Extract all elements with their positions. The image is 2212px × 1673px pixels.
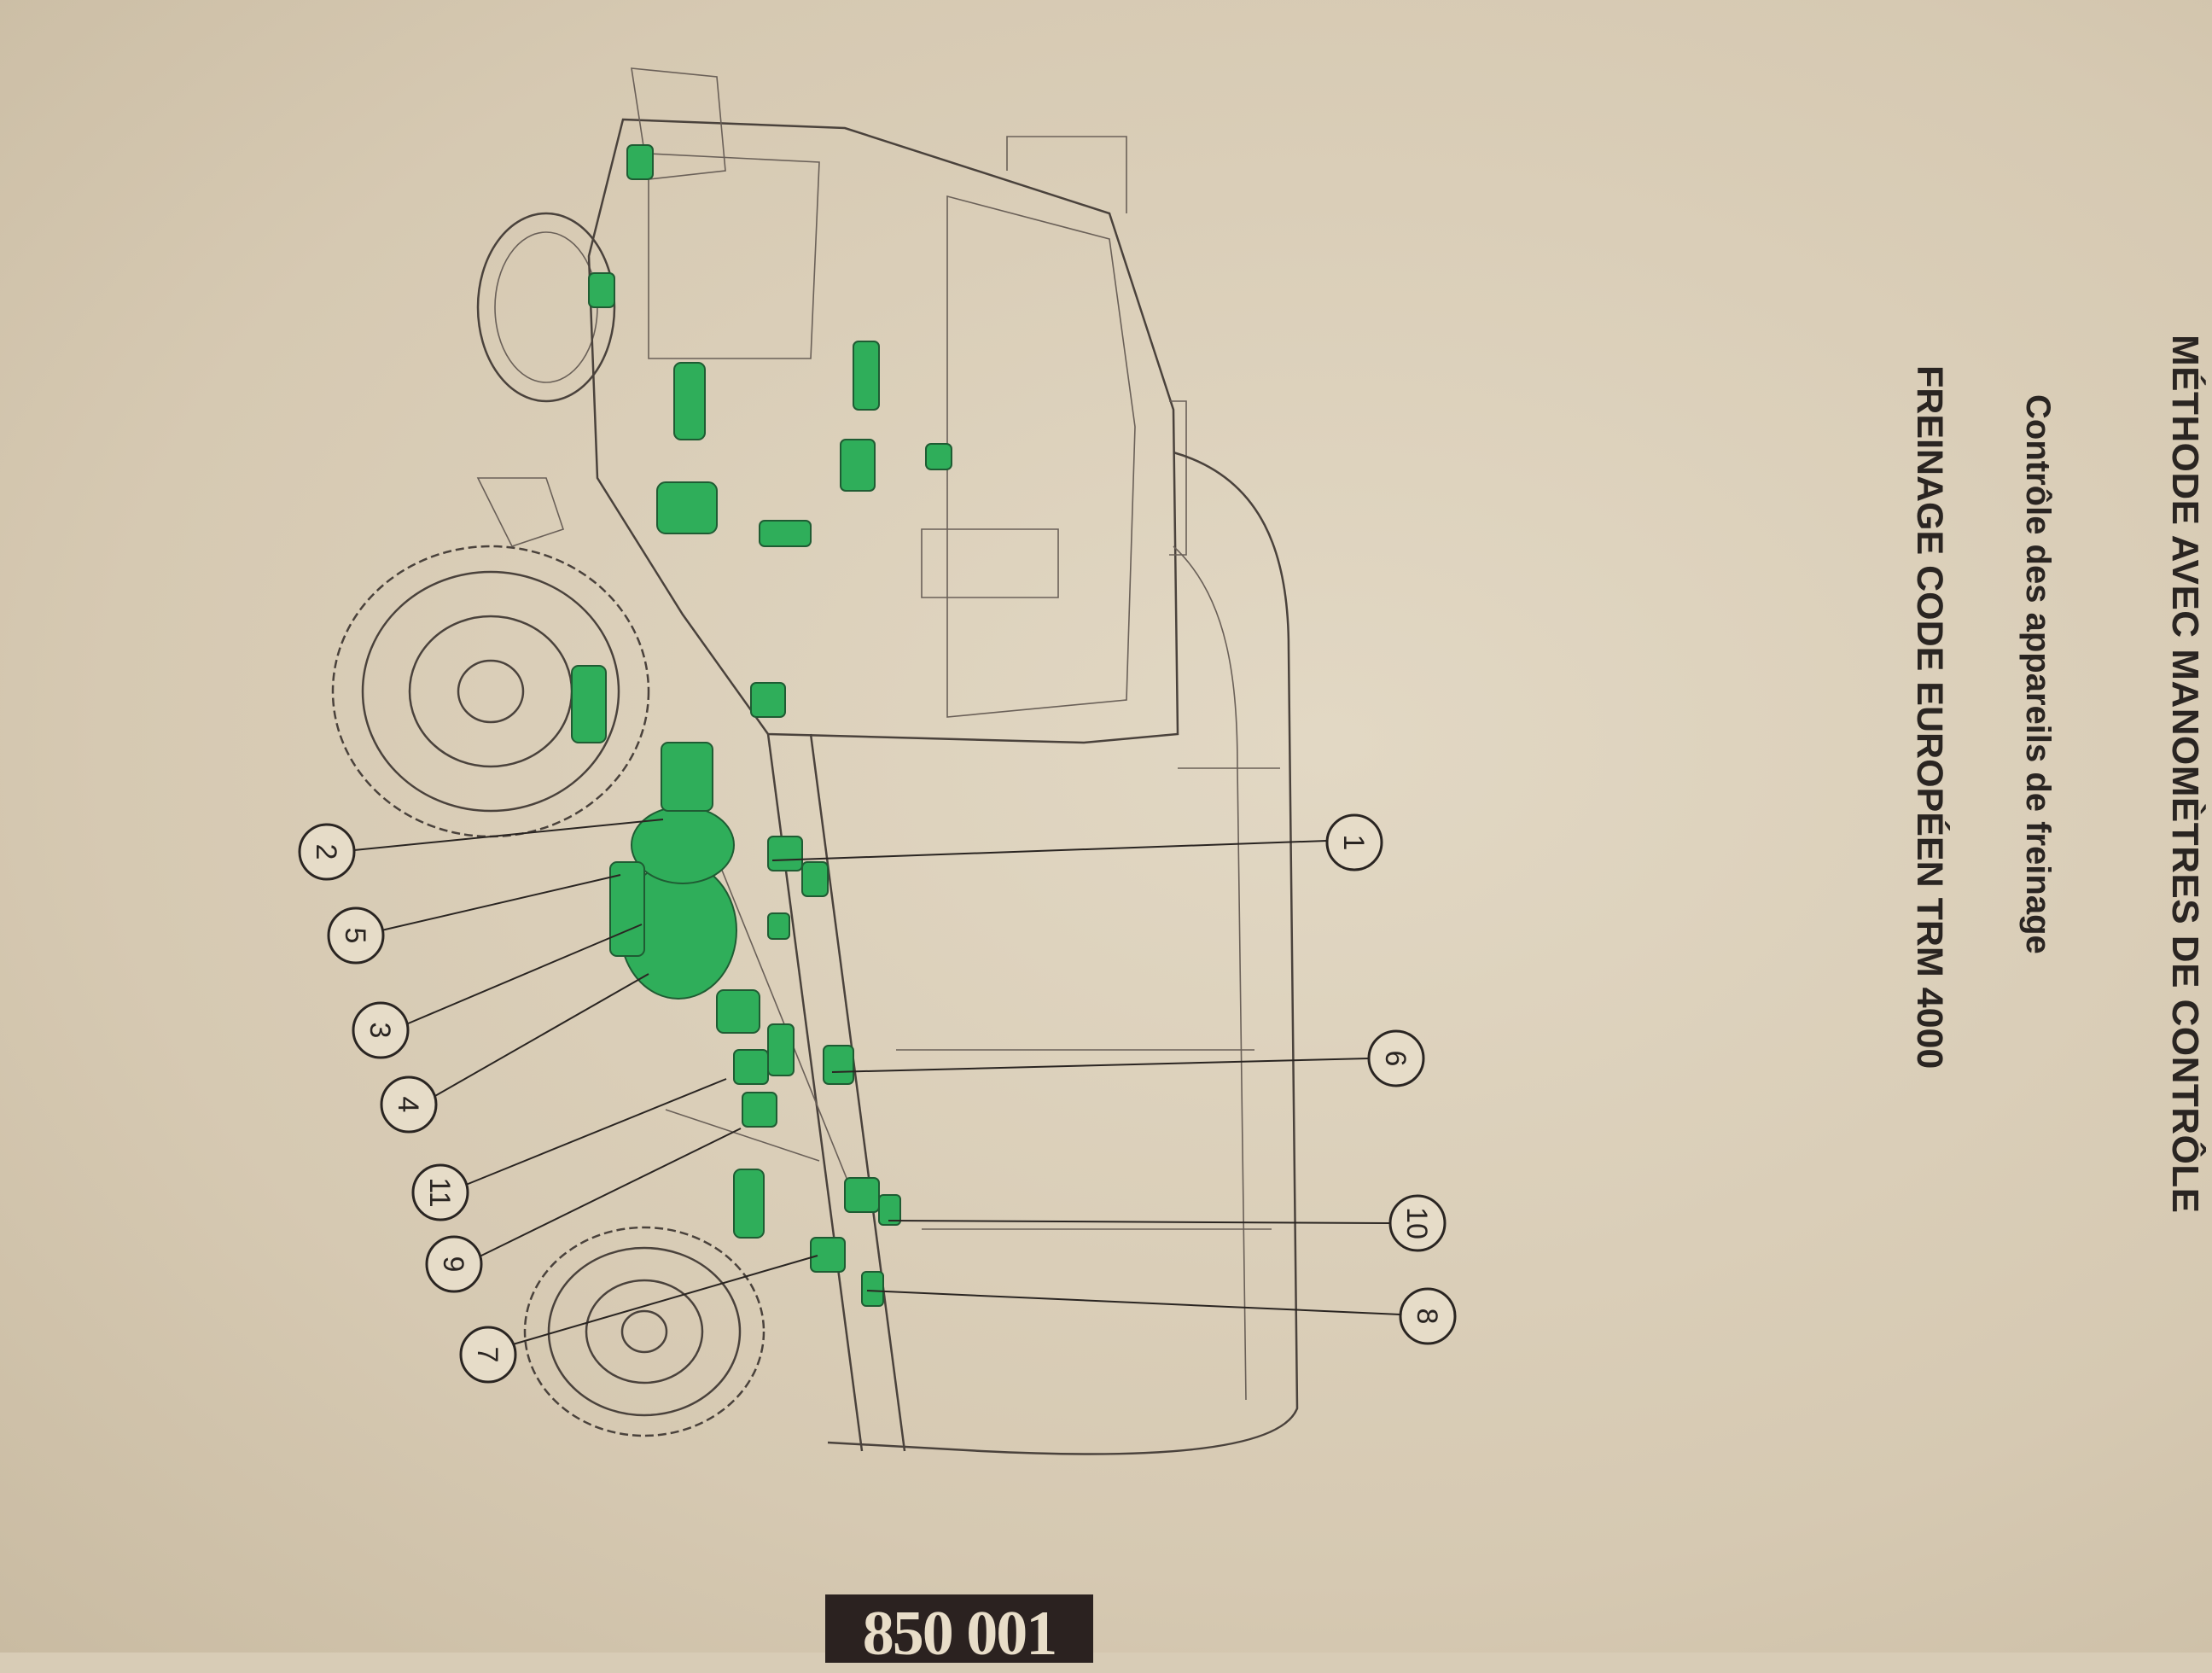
callout-4: 4: [380, 973, 649, 1134]
cargo-bed: [827, 451, 1299, 1455]
svg-text:1: 1: [1337, 835, 1370, 851]
air-dryer: [631, 806, 735, 884]
svg-text:5: 5: [339, 928, 371, 944]
page-number-badge: 850 001: [825, 1594, 1093, 1669]
page-subtitle: Contrôle des appareils de freinage: [2019, 394, 2057, 954]
truck-cab: [476, 67, 1187, 744]
callout-7: 7: [459, 1255, 818, 1384]
callout-11: 11: [411, 1078, 727, 1221]
callout-8: 8: [866, 1287, 1457, 1345]
svg-text:9: 9: [437, 1256, 469, 1273]
callout-6: 6: [831, 1029, 1425, 1087]
svg-text:3: 3: [364, 1023, 396, 1039]
callout-1: 1: [771, 813, 1383, 871]
chassis-frame: [665, 733, 906, 1452]
callout-9: 9: [425, 1128, 742, 1293]
svg-text:11: 11: [423, 1177, 456, 1207]
svg-text:8: 8: [1411, 1309, 1443, 1325]
callout-5: 5: [327, 874, 621, 965]
page-title: MÉTHODE AVEC MANOMÈTRES DE CONTRÔLE: [2164, 335, 2206, 1214]
callout-3: 3: [352, 924, 643, 1059]
rear-wheel: [523, 1226, 765, 1437]
svg-text:10: 10: [1400, 1207, 1433, 1239]
section-title: FREINAGE CODE EUROPÉEN TRM 4000: [1909, 365, 1950, 1070]
callout-2: 2: [298, 819, 664, 881]
svg-text:2: 2: [310, 844, 342, 860]
callout-10: 10: [888, 1194, 1447, 1252]
svg-text:6: 6: [1379, 1051, 1412, 1067]
brake-components: [571, 144, 952, 1307]
svg-text:4: 4: [392, 1097, 424, 1113]
svg-text:7: 7: [471, 1347, 504, 1363]
